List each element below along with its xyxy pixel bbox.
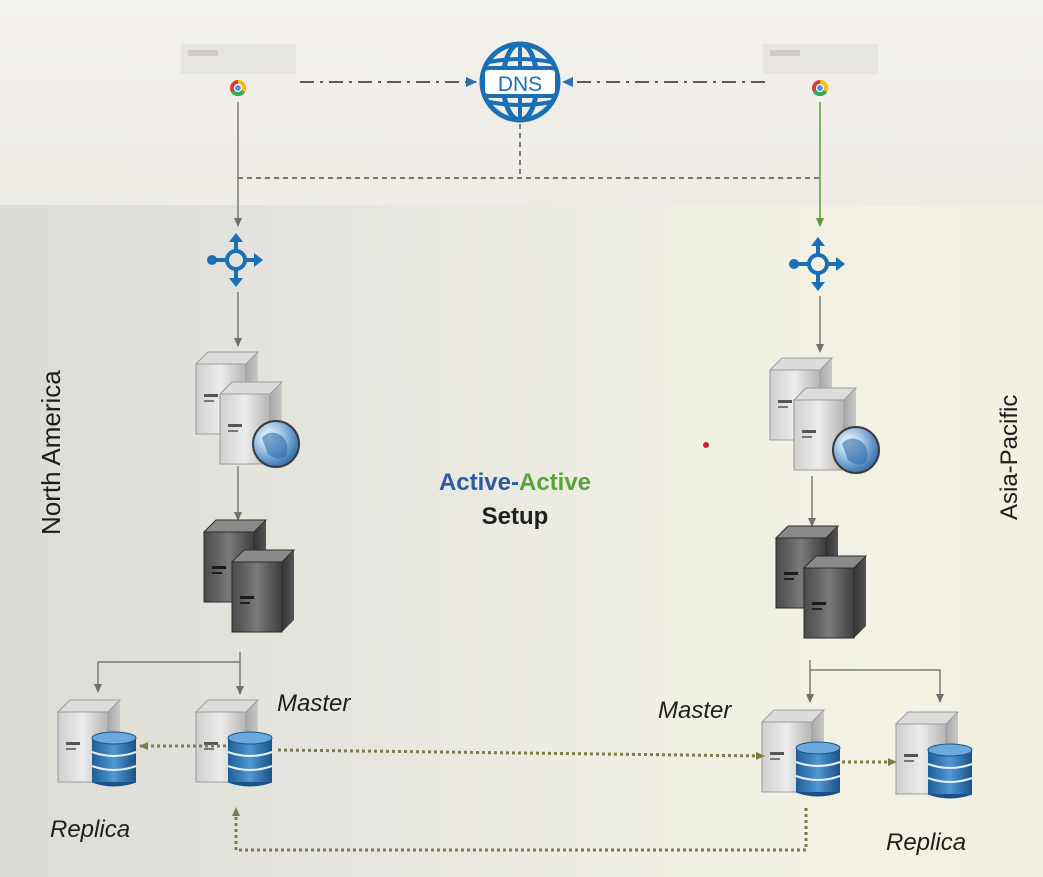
left-replica-db-server-icon [57, 699, 137, 787]
dns-label: DNS [498, 73, 542, 96]
background-bottom [0, 205, 1043, 877]
left-replica-label: Replica [50, 816, 131, 843]
right-replica-label: Replica [886, 829, 967, 856]
marker-dot [703, 442, 709, 448]
left-master-label: Master [277, 690, 351, 717]
right-replica-db-server-icon [895, 711, 973, 799]
dns-globe-icon: DNS [479, 41, 561, 123]
right-browser-icon [812, 79, 829, 97]
left-master-db-server-icon [195, 699, 273, 787]
right-browser [763, 44, 878, 74]
left-app-to-db-links [94, 652, 244, 695]
right-web-server-icon [769, 357, 880, 474]
center-title: Active-Active Setup [400, 466, 630, 534]
right-master-label: Master [658, 697, 732, 724]
right-app-server-icon [775, 525, 867, 639]
left-app-server-icon [203, 519, 295, 633]
region-label-right: Asia-Pacific [996, 394, 1023, 520]
left-load-balancer-icon [205, 231, 265, 289]
right-to-left-master-link [232, 807, 808, 852]
center-title-part2: Active [518, 469, 592, 496]
left-to-right-master-link [277, 748, 765, 760]
left-browser-icon [230, 79, 247, 97]
right-load-balancer-icon [787, 235, 847, 293]
center-title-line2: Setup [481, 503, 549, 530]
center-title-part1: Active- [438, 469, 519, 496]
right-app-to-db-links [806, 660, 944, 703]
region-label-left: North America [36, 370, 66, 535]
left-browser [181, 44, 296, 74]
left-web-server-icon [195, 351, 300, 468]
right-master-db-server-icon [761, 709, 841, 797]
